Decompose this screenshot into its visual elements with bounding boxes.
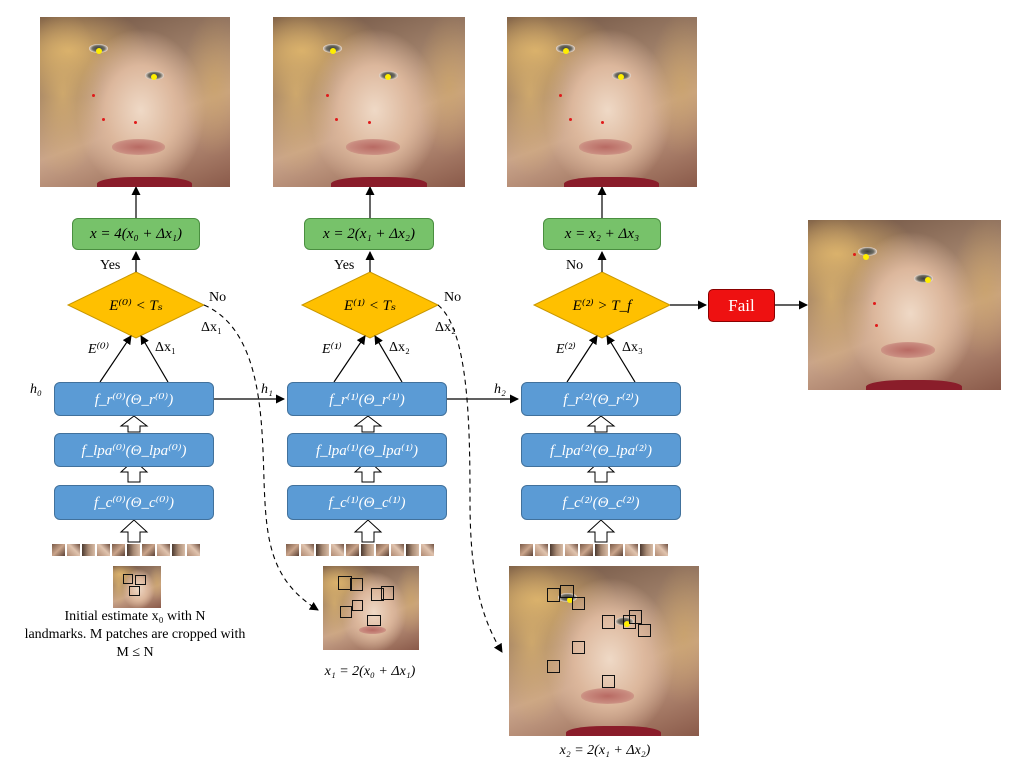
no-label-2: No <box>566 258 584 273</box>
result-formula-0: x = 4(x₀ + Δx₁) <box>72 218 200 250</box>
x2-photo-with-patches <box>509 566 699 736</box>
decision-condition-1: E⁽¹⁾ < Tₛ <box>343 297 397 314</box>
face-photo-failed <box>808 220 1001 390</box>
error-label-2: E⁽²⁾ <box>556 342 576 357</box>
initial-caption-line3: M ≤ N <box>116 645 154 661</box>
decision-diamond-1 <box>300 271 440 339</box>
conv-block-2: f_c⁽²⁾(Θ_c⁽²⁾) <box>521 485 681 520</box>
x1-caption: x₁ = 2(x₀ + Δx₁) <box>324 664 416 679</box>
result-formula-1: x = 2(x₁ + Δx₂) <box>304 218 434 250</box>
patch-strip-2 <box>520 544 668 556</box>
regressor-block-0: f_r⁽⁰⁾(Θ_r⁽⁰⁾) <box>54 382 214 416</box>
initial-caption-line2: landmarks. M patches are cropped with <box>24 627 246 643</box>
yes-label-1: Yes <box>334 258 355 273</box>
delta-label-2: Δx₃ <box>622 340 643 355</box>
conv-block-1: f_c⁽¹⁾(Θ_c⁽¹⁾) <box>287 485 447 520</box>
regressor-block-2: f_r⁽²⁾(Θ_r⁽²⁾) <box>521 382 681 416</box>
x1-photo-with-patches <box>323 566 419 650</box>
yes-label-0: Yes <box>100 258 121 273</box>
no-delta-label-1: Δx₂ <box>435 320 456 335</box>
decision-diamond-2 <box>532 271 672 339</box>
decision-condition-2: E⁽²⁾ > T_f <box>572 297 632 314</box>
error-label-0: E⁽⁰⁾ <box>88 342 110 357</box>
hidden-state-label-1: h₁ <box>261 382 273 397</box>
regressor-block-1: f_r⁽¹⁾(Θ_r⁽¹⁾) <box>287 382 447 416</box>
decision-condition-0: E⁽⁰⁾ < Tₛ <box>109 297 163 314</box>
delta-label-0: Δx₁ <box>155 340 176 355</box>
initial-estimate-photo <box>113 566 161 608</box>
face-photo-stage0 <box>40 17 230 187</box>
lpa-block-2: f_lpa⁽²⁾(Θ_lpa⁽²⁾) <box>521 433 681 467</box>
face-photo-stage1 <box>273 17 465 187</box>
no-label-0: No <box>209 290 227 305</box>
result-formula-2: x = x₂ + Δx₃ <box>543 218 661 250</box>
hidden-state-label-0: h₀ <box>30 382 42 397</box>
conv-block-0: f_c⁽⁰⁾(Θ_c⁽⁰⁾) <box>54 485 214 520</box>
decision-diamond-0 <box>66 271 206 339</box>
face-photo-stage2 <box>507 17 697 187</box>
patch-strip-1 <box>286 544 434 556</box>
hollow-up-arrow <box>119 415 616 543</box>
x2-caption: x₂ = 2(x₁ + Δx₂) <box>559 743 651 758</box>
lpa-block-1: f_lpa⁽¹⁾(Θ_lpa⁽¹⁾) <box>287 433 447 467</box>
no-label-1: No <box>444 290 462 305</box>
patch-strip-0 <box>52 544 200 556</box>
initial-caption-line1: Initial estimate x₀ with N <box>64 609 206 624</box>
fail-box: Fail <box>708 289 775 322</box>
error-label-1: E⁽¹⁾ <box>322 342 342 357</box>
no-delta-label-0: Δx₁ <box>201 320 222 335</box>
hidden-state-label-2: h₂ <box>494 382 506 397</box>
initial-estimate-caption: Initial estimate x₀ with N landmarks. M … <box>10 608 260 663</box>
lpa-block-0: f_lpa⁽⁰⁾(Θ_lpa⁽⁰⁾) <box>54 433 214 467</box>
delta-label-1: Δx₂ <box>389 340 410 355</box>
